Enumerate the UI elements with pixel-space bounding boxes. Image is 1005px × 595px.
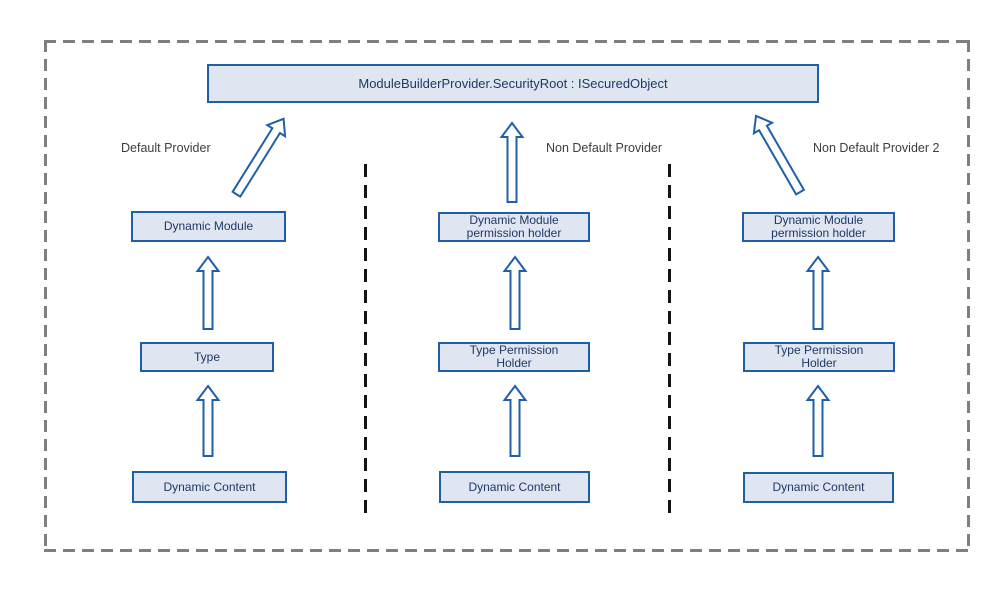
up-arrow-icon-dynamic-content-to-type xyxy=(502,384,528,457)
column-label-non-default-provider: Non Default Provider xyxy=(546,141,663,155)
node-box-type-permission-holder: Type Permission Holder xyxy=(743,342,895,372)
node-box-type-permission-holder: Type Permission Holder xyxy=(438,342,590,372)
column-separator-dashed-line xyxy=(668,164,671,520)
column-label-default-provider: Default Provider xyxy=(121,141,211,155)
node-box-type: Type xyxy=(140,342,274,372)
node-box-dynamic-module: Dynamic Module xyxy=(131,211,286,242)
up-arrow-icon-type-to-dynamic-module xyxy=(805,255,831,330)
column-separator-dashed-line xyxy=(364,164,367,520)
node-box-dynamic-module-permission-holder: Dynamic Module permission holder xyxy=(438,212,590,242)
up-arrow-icon-col1-to-root xyxy=(231,117,287,199)
column-label-non-default-provider-2: Non Default Provider 2 xyxy=(813,141,940,155)
up-arrow-icon-type-to-dynamic-module xyxy=(502,255,528,330)
node-box-dynamic-content: Dynamic Content xyxy=(439,471,590,503)
up-arrow-icon-col3-to-root xyxy=(752,114,806,196)
up-arrow-icon-dynamic-content-to-type xyxy=(195,384,221,457)
up-arrow-icon-dynamic-content-to-type xyxy=(805,384,831,457)
node-box-dynamic-module-permission-holder: Dynamic Module permission holder xyxy=(742,212,895,242)
up-arrow-icon-type-to-dynamic-module xyxy=(195,255,221,330)
root-security-box: ModuleBuilderProvider.SecurityRoot : ISe… xyxy=(207,64,819,103)
node-box-dynamic-content: Dynamic Content xyxy=(743,472,894,503)
node-box-dynamic-content: Dynamic Content xyxy=(132,471,287,503)
up-arrow-icon-col2-to-root xyxy=(499,121,525,203)
